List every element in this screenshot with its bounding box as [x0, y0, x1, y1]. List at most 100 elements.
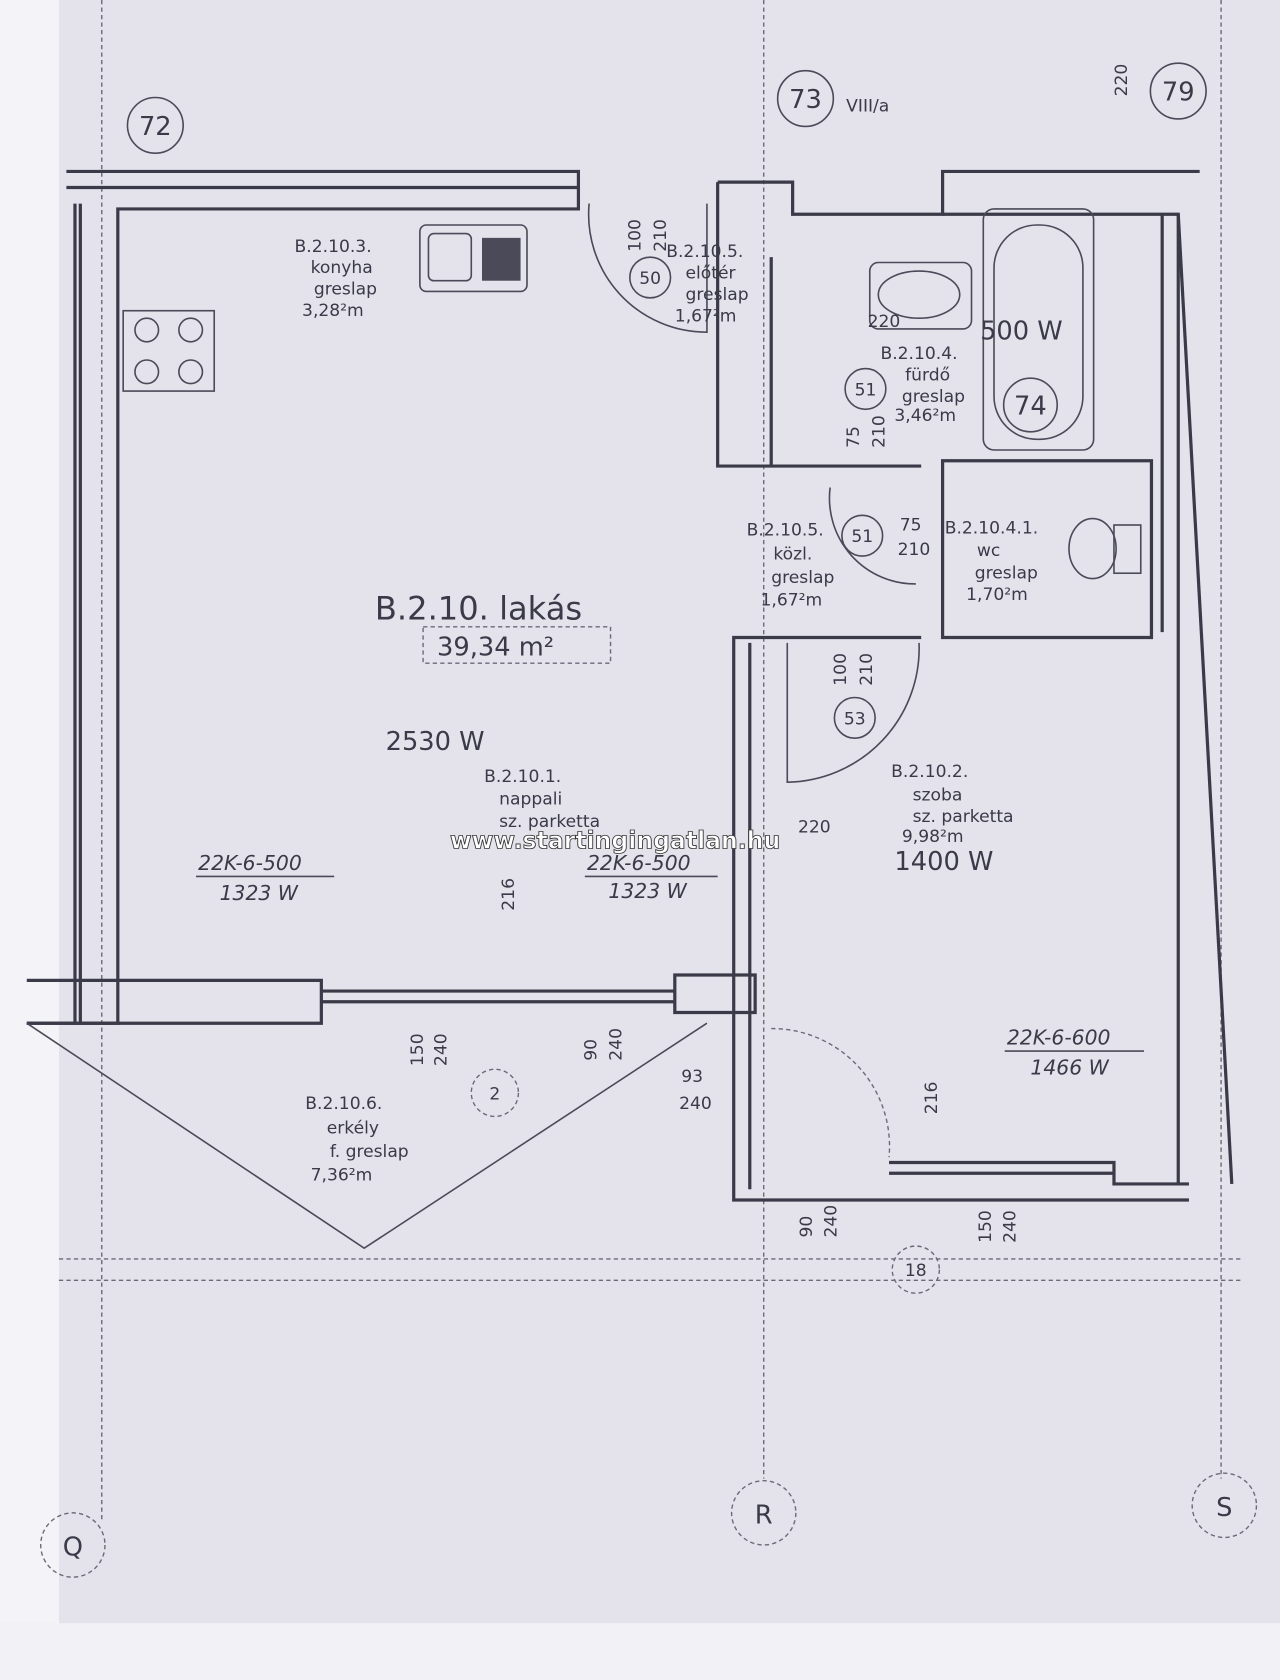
svg-text:240: 240 — [432, 1033, 452, 1066]
svg-text:79: 79 — [1162, 78, 1195, 108]
radiator-2: 22K-6-500 1323 W — [584, 851, 718, 903]
svg-text:greslap: greslap — [314, 280, 377, 300]
room-corridor: B.2.10.5. közl. greslap 1,67²m — [747, 521, 835, 611]
kitchen-sink-icon — [419, 224, 528, 293]
svg-text:erkély: erkély — [327, 1119, 379, 1139]
svg-text:210: 210 — [898, 540, 931, 560]
svg-text:210: 210 — [870, 415, 890, 448]
svg-text:greslap: greslap — [771, 568, 834, 588]
heat-load-living: 2530 W — [386, 727, 485, 757]
door-tag-53: 53 — [833, 696, 876, 740]
svg-text:150: 150 — [408, 1033, 428, 1066]
washbasin-icon — [868, 261, 973, 330]
svg-text:közl.: közl. — [773, 544, 812, 564]
svg-text:216: 216 — [499, 878, 519, 911]
heat-load-room: 1400 W — [894, 847, 993, 877]
grid-marker-s: S — [1191, 1472, 1258, 1539]
svg-text:előtér: előtér — [686, 264, 737, 284]
svg-text:75: 75 — [844, 426, 864, 448]
paper-edge — [0, 0, 59, 1680]
svg-text:90: 90 — [797, 1216, 817, 1238]
grid-lines — [58, 0, 1243, 1522]
svg-text:B.2.10.5.: B.2.10.5. — [666, 242, 743, 262]
svg-text:R: R — [755, 1501, 773, 1531]
svg-text:220: 220 — [868, 312, 901, 332]
svg-text:50: 50 — [639, 269, 661, 289]
svg-text:240: 240 — [1000, 1210, 1020, 1243]
svg-text:39,34 m²: 39,34 m² — [437, 633, 554, 663]
svg-text:1,70²m: 1,70²m — [966, 585, 1028, 605]
grid-marker-r: R — [730, 1480, 797, 1546]
svg-text:B.2.10.1.: B.2.10.1. — [484, 767, 561, 787]
svg-text:B.2.10.3.: B.2.10.3. — [295, 237, 372, 257]
stove-icon — [122, 309, 216, 392]
svg-text:9,98²m: 9,98²m — [902, 827, 964, 847]
svg-text:greslap: greslap — [686, 285, 749, 305]
room-hall: B.2.10.5. előtér greslap 1,67²m — [666, 242, 748, 326]
paper-bottom — [0, 1623, 1280, 1680]
door-tag-50: 50 — [629, 256, 672, 299]
svg-text:konyha: konyha — [311, 258, 373, 278]
svg-text:22K-6-600: 22K-6-600 — [1007, 1026, 1111, 1050]
toilet-icon — [1068, 517, 1142, 580]
svg-text:1,67²m: 1,67²m — [761, 590, 823, 610]
svg-text:2: 2 — [489, 1084, 500, 1104]
svg-text:53: 53 — [844, 709, 866, 729]
svg-text:B.2.10.2.: B.2.10.2. — [891, 762, 968, 782]
svg-text:73: 73 — [789, 85, 822, 115]
door-swing — [828, 487, 916, 585]
svg-text:Q: Q — [63, 1533, 83, 1563]
svg-text:51: 51 — [851, 527, 873, 547]
dim-top: 220 — [1112, 64, 1132, 97]
svg-text:220: 220 — [798, 817, 831, 837]
svg-text:1323 W: 1323 W — [608, 879, 687, 903]
svg-text:51: 51 — [855, 380, 877, 400]
room-balcony: B.2.10.6. erkély f. greslap 7,36²m — [305, 1094, 408, 1186]
svg-text:1466 W: 1466 W — [1030, 1056, 1109, 1080]
svg-text:greslap: greslap — [902, 387, 965, 407]
svg-text:sz. parketta: sz. parketta — [499, 812, 600, 832]
door-swing — [587, 203, 708, 333]
grid-marker-72: 72 — [126, 96, 184, 155]
apartment-title: B.2.10. lakás 39,34 m² — [375, 589, 612, 664]
svg-text:sz. parketta: sz. parketta — [913, 807, 1014, 827]
svg-text:75: 75 — [900, 515, 922, 535]
svg-text:f. greslap: f. greslap — [330, 1142, 409, 1162]
heat-load-bath: 500 W — [980, 317, 1063, 347]
svg-text:22K-6-500: 22K-6-500 — [587, 851, 691, 875]
door-tag-51-bath: 51 — [844, 367, 887, 411]
svg-text:S: S — [1216, 1493, 1232, 1523]
svg-text:1323 W: 1323 W — [220, 881, 299, 905]
window-tag-2: 2 — [470, 1068, 520, 1118]
room-bathroom: B.2.10.4. fürdő greslap 3,46²m — [880, 344, 965, 426]
window-tag-18: 18 — [891, 1245, 941, 1294]
grid-marker-79: 79 — [1149, 62, 1207, 120]
svg-text:18: 18 — [905, 1261, 927, 1281]
room-kitchen: B.2.10.3. konyha greslap 3,28²m — [295, 237, 377, 321]
room-bedroom: B.2.10.2. szoba sz. parketta 9,98²m — [891, 762, 1013, 847]
svg-text:74: 74 — [1014, 392, 1047, 422]
door-swing — [786, 642, 920, 783]
svg-text:3,46²m: 3,46²m — [894, 406, 956, 426]
svg-text:150: 150 — [976, 1210, 996, 1243]
grid-marker-q: Q — [40, 1512, 106, 1578]
svg-text:90: 90 — [582, 1039, 602, 1061]
svg-text:22K-6-500: 22K-6-500 — [198, 851, 302, 875]
room-wc: B.2.10.4.1. wc greslap 1,70²m — [945, 519, 1038, 605]
svg-text:240: 240 — [822, 1205, 842, 1238]
door-tag-51-wc: 51 — [841, 514, 884, 557]
grid-marker-73: 73 — [776, 69, 835, 128]
svg-text:nappali: nappali — [499, 790, 562, 810]
door-tag-74: 74 — [1002, 377, 1059, 433]
svg-text:1,67²m: 1,67²m — [675, 306, 737, 326]
svg-text:wc: wc — [977, 541, 1000, 561]
balcony-outline — [26, 1022, 708, 1250]
svg-text:100: 100 — [831, 653, 851, 686]
walls — [26, 169, 1234, 1202]
radiator-3: 22K-6-600 1466 W — [1004, 1026, 1144, 1080]
svg-text:greslap: greslap — [975, 564, 1038, 584]
svg-text:216: 216 — [922, 1082, 942, 1115]
svg-text:3,28²m: 3,28²m — [302, 301, 364, 321]
